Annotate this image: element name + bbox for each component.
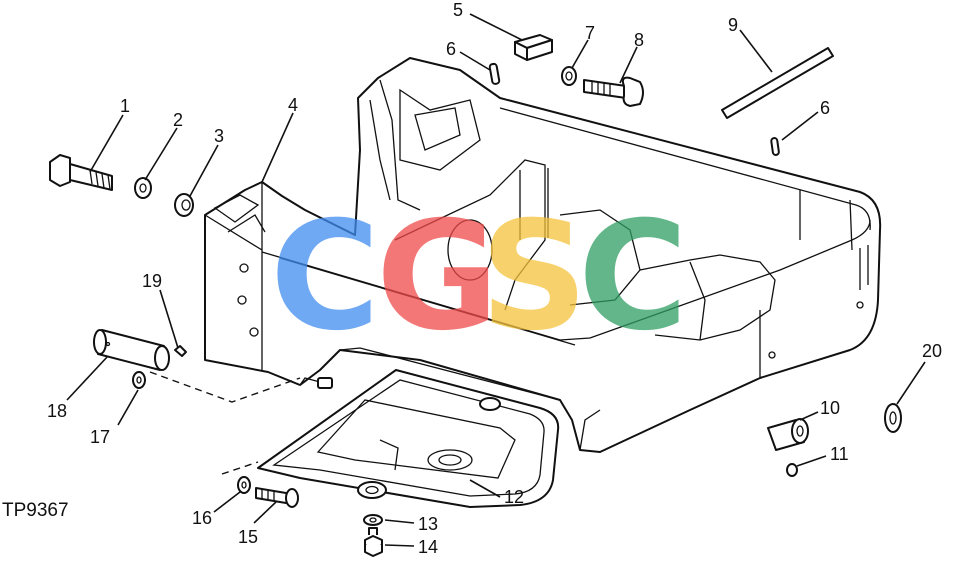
part-14-bolt [364, 527, 383, 557]
watermark-letter: G [376, 190, 499, 364]
callout-1: 1 [120, 96, 130, 116]
part-3-washer [174, 193, 194, 217]
callout-11: 11 [830, 444, 849, 464]
cover-plate [257, 369, 560, 508]
callout-10: 10 [820, 398, 840, 418]
callout-2: 2 [173, 110, 183, 130]
watermark-letter: C [270, 190, 380, 364]
callout-9: 9 [728, 15, 738, 35]
callout-6-upper: 6 [446, 39, 456, 59]
callout-17: 17 [90, 427, 110, 447]
figure-reference-code: TP9367 [2, 500, 69, 521]
callout-15: 15 [238, 527, 258, 547]
leader-lines [66, 13, 926, 547]
callout-19: 19 [142, 271, 162, 291]
watermark-letter: S [480, 190, 588, 364]
part-2-lock-washer [134, 177, 152, 199]
part-18-pin [93, 329, 170, 371]
callout-labels: 1 2 3 4 5 6 6 7 8 9 10 11 12 13 14 15 16… [47, 0, 942, 557]
part-16-washer [237, 476, 251, 494]
part-6-pin-upper [488, 62, 501, 85]
callout-7: 7 [585, 23, 595, 43]
callout-13: 13 [418, 514, 438, 534]
callout-5: 5 [453, 0, 463, 20]
callout-3: 3 [214, 126, 224, 146]
callout-18: 18 [47, 401, 67, 421]
callout-20: 20 [922, 341, 942, 361]
part-11-small-pin [786, 463, 798, 477]
part-10-bushing [767, 418, 809, 451]
part-19-cotter-pin [174, 345, 187, 357]
watermark-logo: C G S C [270, 190, 688, 364]
alignment-lines [149, 371, 301, 475]
callout-14: 14 [418, 537, 438, 557]
part-9-shim-strip [721, 47, 834, 119]
callout-6-right: 6 [820, 98, 830, 118]
part-1-bolt [49, 154, 113, 191]
watermark-letter: C [578, 190, 688, 364]
part-6-pin-right [770, 137, 780, 156]
part-13-washer [363, 514, 383, 526]
callout-16: 16 [192, 508, 212, 528]
part-20-washer [884, 403, 902, 433]
part-5-block [514, 34, 553, 61]
part-17-washer [132, 371, 146, 389]
main-frame [204, 57, 882, 453]
callout-8: 8 [634, 30, 644, 50]
part-15-bolt [255, 487, 299, 508]
callout-4: 4 [288, 95, 298, 115]
part-8-bolt [583, 76, 644, 107]
part-7-washer [561, 66, 577, 86]
callout-12: 12 [504, 487, 524, 507]
